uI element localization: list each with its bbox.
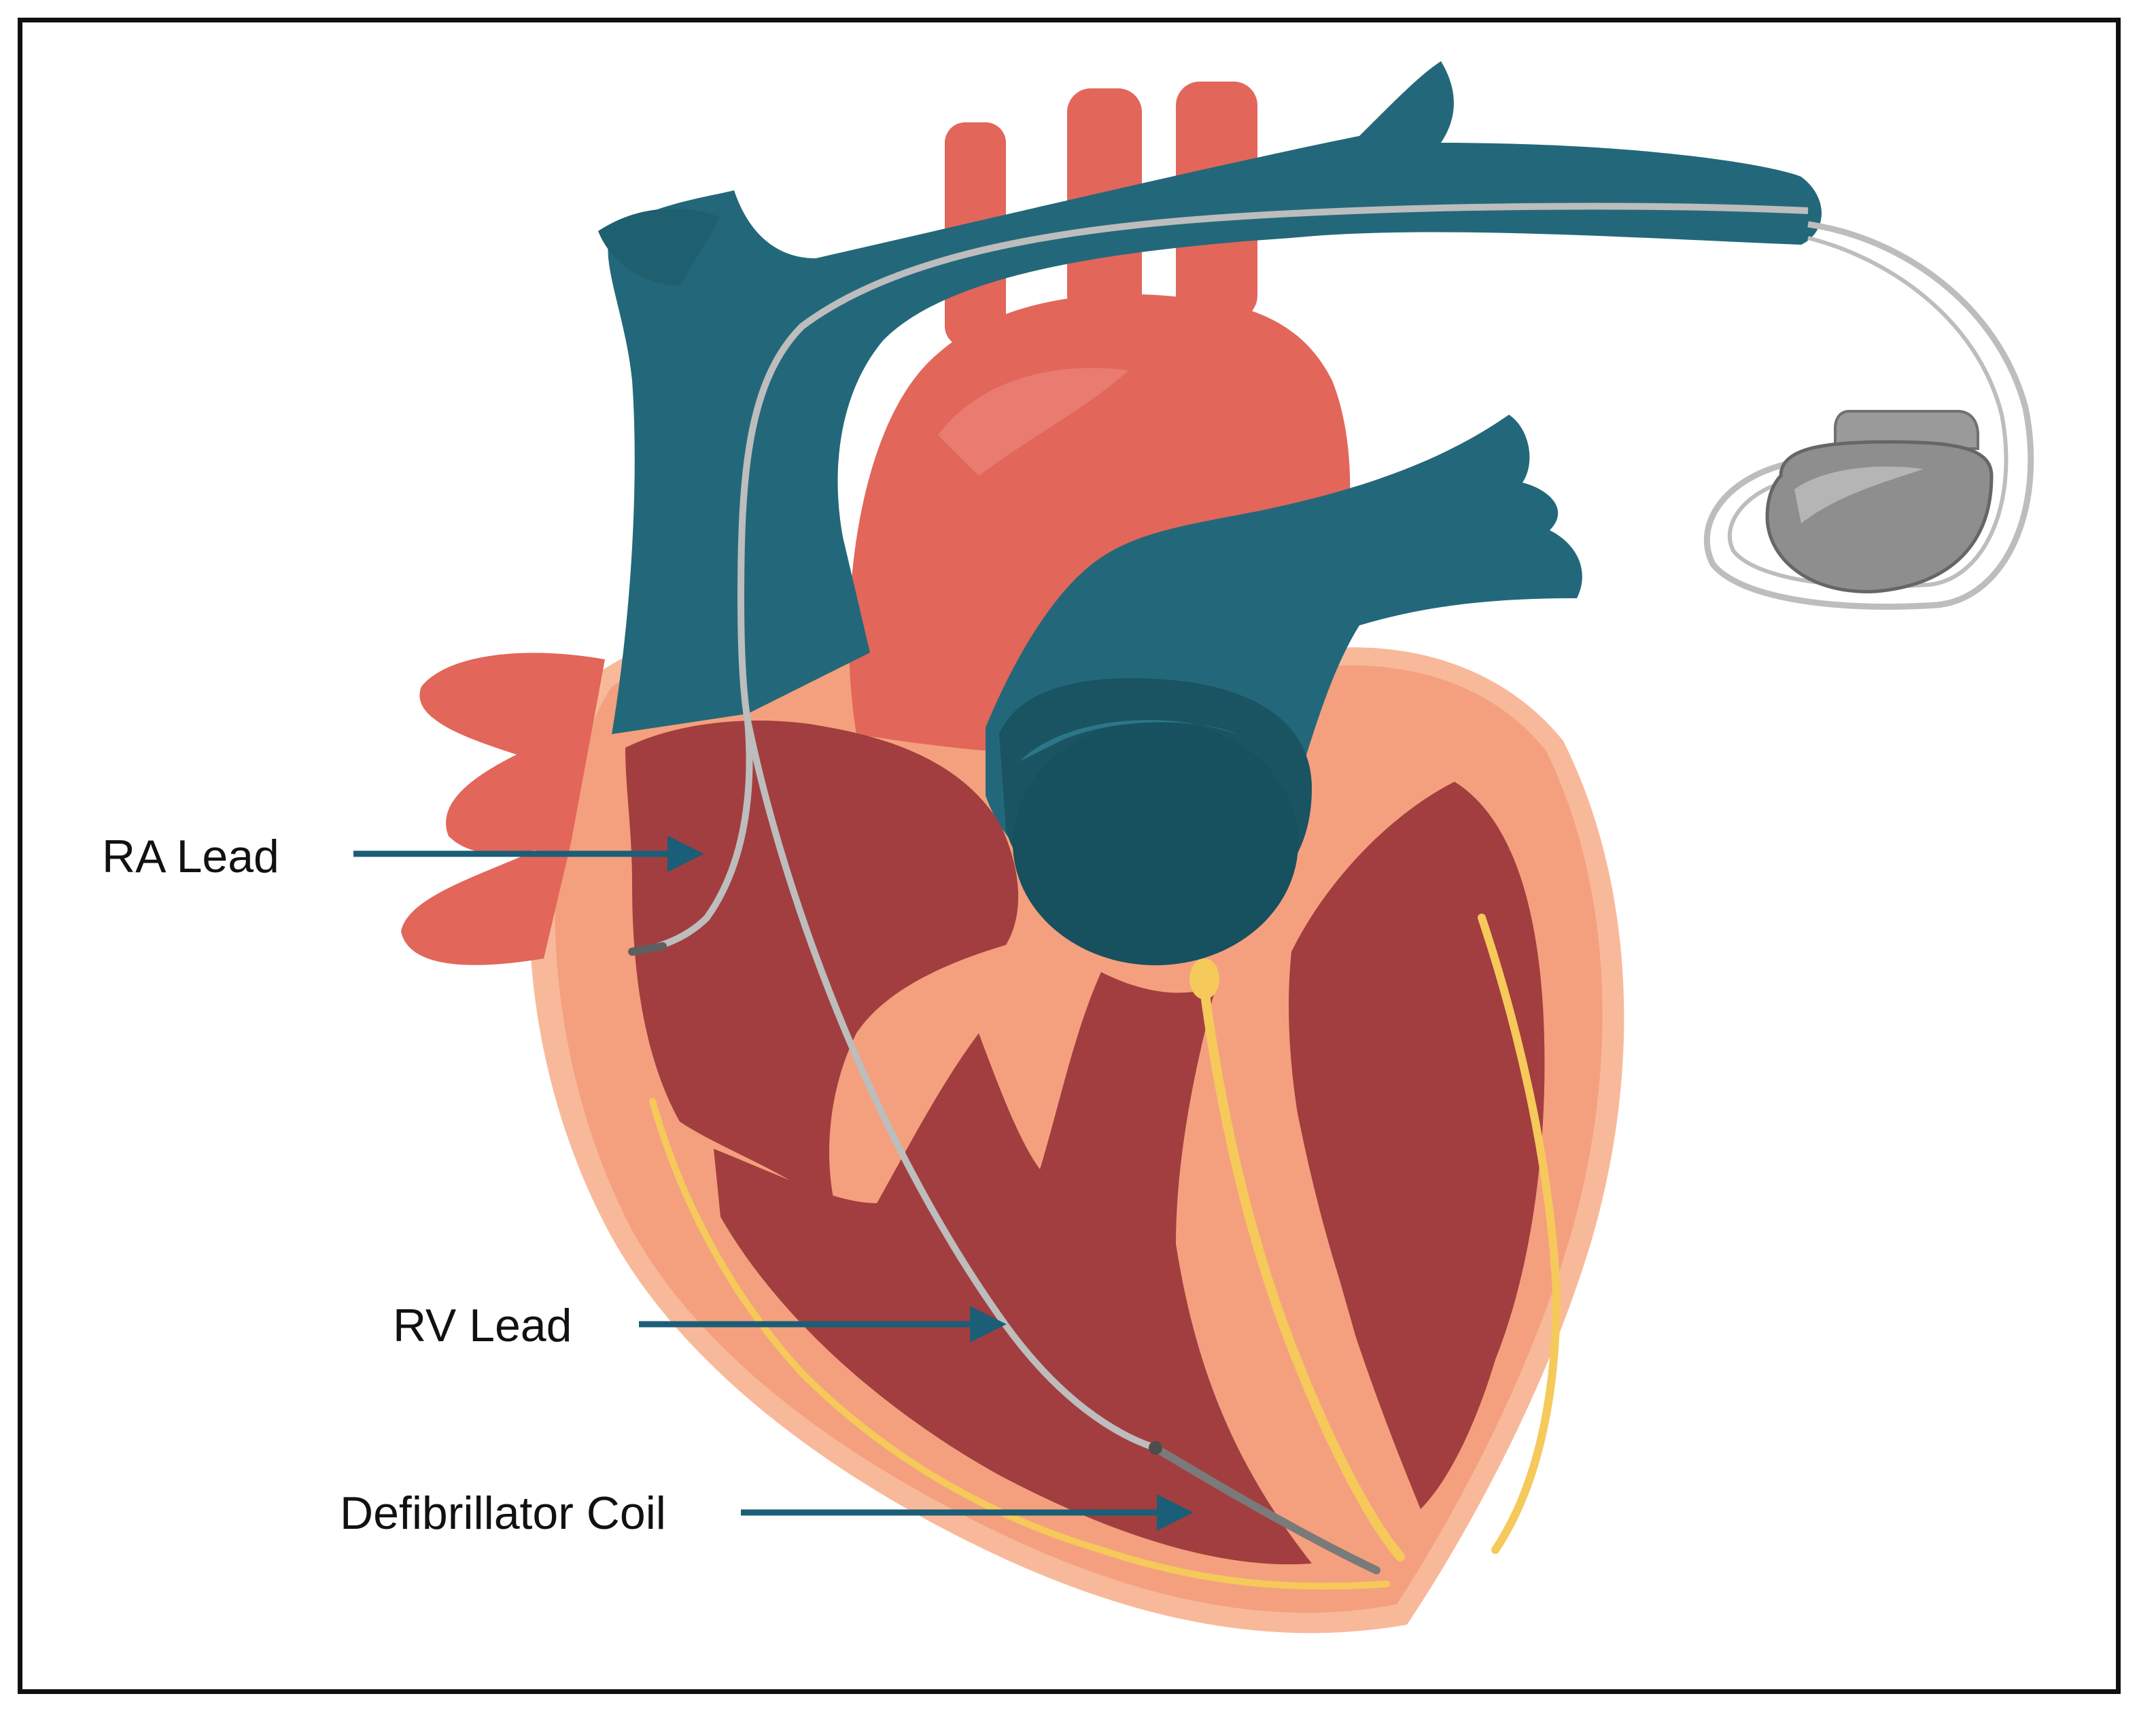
rv-lead-wire [744,719,1157,1451]
pacemaker-header [1834,410,1979,450]
device-lead-loop-inner [1728,236,2009,589]
rv-lead-label: RV Lead [393,1300,572,1351]
lead-wire-subclavian [737,203,1809,721]
ra-lead-tip [628,942,667,956]
pulmonary-valve-opening [1013,721,1298,965]
right-atrial-appendage [401,653,605,965]
defibrillator-coil-label: Defibrillator Coil [340,1487,666,1539]
defibrillator-coil-segment [1151,1444,1380,1574]
coil-proximal-marker [1149,1441,1162,1455]
conduction-bundle-left [1478,914,1561,1554]
ra-lead-label: RA Lead [102,831,279,882]
aortic-arch-highlight [938,368,1128,476]
av-node [1189,958,1219,999]
pacemaker-can-highlight [1794,466,1924,523]
right-ventricle-chamber [714,972,1312,1565]
superior-vena-cava [608,61,1822,734]
purkinje-fibers-right [649,1098,1390,1590]
conduction-bundle-right [1198,974,1405,1561]
device-lead-loop [1703,221,2034,610]
interventricular-septum [1196,952,1400,1584]
svc-left-branch [598,208,720,286]
